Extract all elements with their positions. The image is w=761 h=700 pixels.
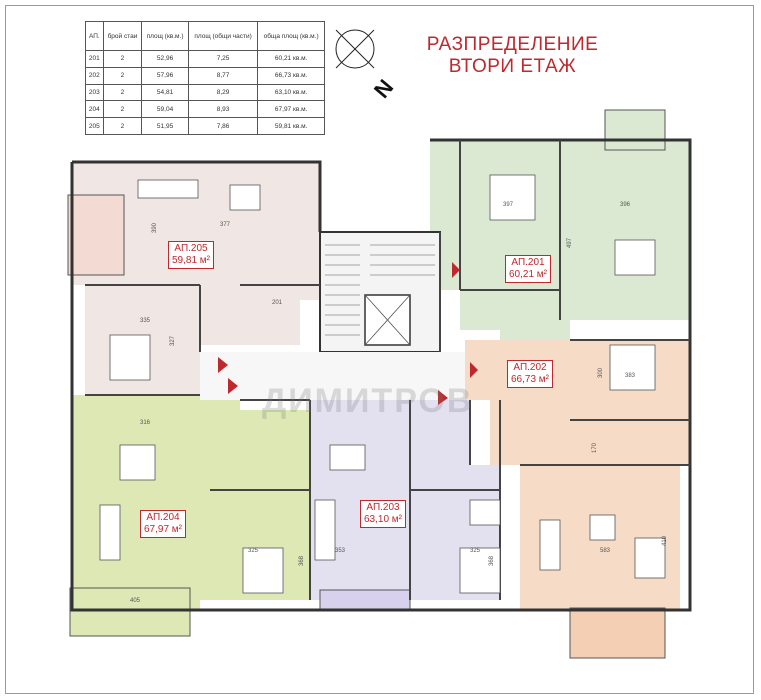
dim-label: 300 — [598, 367, 605, 379]
dim-label: 397 — [503, 202, 514, 208]
corridor — [200, 352, 465, 400]
dim-label: 377 — [220, 222, 231, 228]
arrow-icon — [228, 378, 238, 394]
dim-label: 405 — [130, 598, 141, 604]
apt-name: АП.202 — [513, 362, 547, 373]
arrow-icon — [218, 357, 228, 373]
dim-label: 583 — [600, 548, 611, 554]
table-row: 201 2 52,96 7,25 60,21 кв.м. — [85, 50, 325, 68]
apt-label-204: АП.204 67,97 м² — [140, 510, 187, 538]
dim-label: 335 — [140, 318, 151, 324]
dim-label: 316 — [140, 420, 151, 426]
table-header-cell: площ (кв.м.) — [141, 21, 189, 51]
balcony-202 — [569, 607, 666, 659]
dim-label: 383 — [625, 373, 636, 379]
table-row: 205 2 51,95 7,86 59,81 кв.м. — [85, 117, 325, 135]
table-cell: 59,81 кв.м. — [257, 117, 325, 135]
apt-name: АП.205 — [174, 243, 208, 254]
furniture — [99, 174, 666, 594]
table-header-cell: обща площ (кв.м.) — [257, 21, 325, 51]
balcony-204 — [69, 587, 191, 637]
drawing-frame — [5, 5, 754, 694]
dim-label: 325 — [470, 548, 481, 554]
dim-label: 201 — [272, 300, 283, 306]
dim-label: 327 — [170, 335, 177, 347]
apt-name: АП.204 — [146, 512, 180, 523]
apt-202-area — [465, 340, 690, 610]
arrow-icon — [438, 390, 448, 405]
arrow-icon — [470, 362, 478, 378]
walls — [70, 138, 692, 612]
table-cell: 2 — [102, 100, 143, 119]
balcony-201 — [604, 109, 666, 151]
compass-icon — [335, 29, 375, 69]
entry-arrows — [218, 262, 478, 405]
watermark: ДИМИТРОВ — [262, 382, 474, 420]
apartment-summary-table: АП. брой стаи площ (кв.м.) площ (общи ча… — [85, 21, 325, 135]
table-header-row: АП. брой стаи площ (кв.м.) площ (общи ча… — [85, 21, 325, 51]
page-title: РАЗПРЕДЕЛЕНИЕ ВТОРИ ЕТАЖ — [400, 34, 625, 78]
table-cell: 2 — [102, 117, 143, 135]
table-row: 203 2 54,81 8,29 63,10 кв.м. — [85, 83, 325, 102]
dim-label: 325 — [248, 548, 259, 554]
dim-label: 497 — [567, 237, 574, 249]
apt-area: 59,81 м² — [172, 255, 211, 266]
title-line-1: РАЗПРЕДЕЛЕНИЕ — [426, 34, 599, 55]
dim-label: 390 — [152, 222, 159, 234]
arrow-icon — [452, 262, 460, 278]
apt-area: 66,73 м² — [511, 374, 550, 385]
balcony-203 — [319, 589, 411, 611]
apt-area: 63,10 м² — [364, 514, 403, 525]
apt-label-202: АП.202 66,73 м² — [507, 360, 554, 388]
table-header-cell: площ (общи части) — [187, 21, 259, 51]
apt-area: 67,97 м² — [144, 524, 183, 535]
apt-label-201: АП.201 60,21 м² — [505, 255, 552, 283]
apt-label-203: АП.203 63,10 м² — [360, 500, 407, 528]
table-cell: 2 — [102, 66, 143, 85]
apt-name: АП.203 — [366, 502, 400, 513]
title-line-2: ВТОРИ ЕТАЖ — [448, 56, 577, 77]
balcony-205 — [67, 194, 125, 276]
table-cell: 7,86 — [187, 117, 259, 135]
table-cell: 51,95 — [141, 117, 189, 135]
table-cell: 7,25 — [187, 50, 259, 68]
table-cell: 2 — [102, 83, 143, 102]
apt-label-205: АП.205 59,81 м² — [168, 241, 215, 269]
table-header-cell: брой стаи — [102, 21, 143, 51]
dim-label: 368 — [489, 555, 496, 567]
apt-name: АП.201 — [511, 257, 545, 268]
dim-label: 353 — [335, 548, 346, 554]
dim-label: 410 — [662, 535, 669, 547]
dim-label: 170 — [592, 442, 599, 454]
stair-treads — [325, 244, 435, 336]
table-row: 202 2 57,96 8,77 66,73 кв.м. — [85, 66, 325, 85]
dim-label: 368 — [299, 555, 306, 567]
dim-label: 396 — [620, 202, 631, 208]
apt-area: 60,21 м² — [509, 269, 548, 280]
